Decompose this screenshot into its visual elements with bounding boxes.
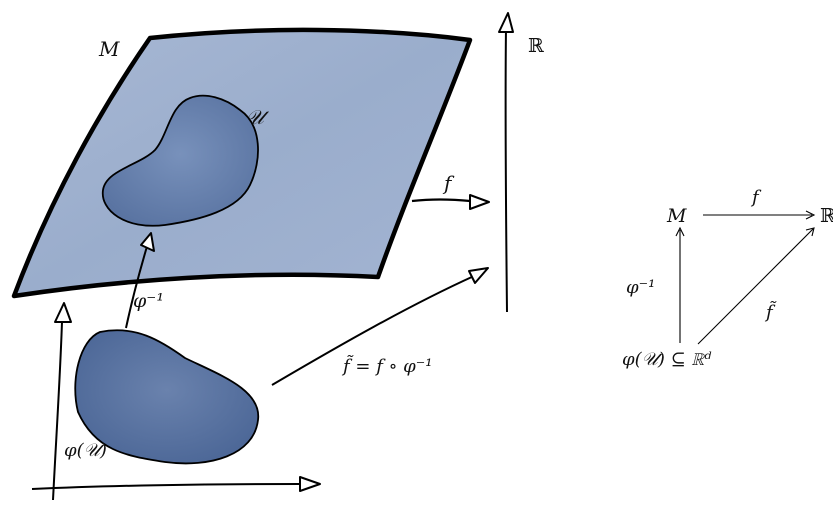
map-f-label: f — [442, 171, 455, 195]
cd-top-arrow-label: f — [750, 187, 762, 208]
image-set-label: φ(𝒰) — [64, 440, 107, 461]
cd-left-arrowhead — [675, 226, 685, 237]
reals-label: ℝ — [528, 35, 544, 57]
coord-axis-horizontal-arrowhead — [299, 476, 321, 492]
phi-inverse-arrowhead — [140, 232, 155, 252]
composite-label: f̃ = f ∘ φ⁻¹ — [341, 354, 432, 377]
cd-top-right: ℝ — [820, 205, 833, 227]
f-arrow — [411, 198, 471, 203]
cd-diag-arrow-label: f̃ — [764, 300, 777, 323]
reals-axis-arrowhead — [498, 12, 514, 33]
coord-axis-horizontal — [31, 483, 301, 490]
image-set-blob — [74, 329, 259, 465]
reals-axis — [504, 27, 508, 313]
manifold-label: M — [98, 37, 120, 61]
open-set-u — [102, 94, 259, 227]
commutative-diagram: M ℝ f φ⁻¹ f̃ φ(𝒰) ⊆ ℝᵈ — [622, 187, 833, 370]
coord-axis-vertical — [52, 321, 63, 501]
coord-axis-vertical-arrowhead — [54, 302, 72, 323]
cd-diag-arrowhead — [805, 227, 815, 237]
chart-inverse-label: φ⁻¹ — [133, 290, 164, 312]
f-tilde-arrow — [271, 275, 475, 386]
cd-bottom-left: φ(𝒰) ⊆ ℝᵈ — [622, 349, 712, 370]
f-tilde-arrowhead — [468, 267, 489, 284]
cd-top-arrowhead — [805, 210, 816, 220]
f-arrowhead — [469, 194, 490, 210]
cd-diag-arrow — [697, 228, 814, 345]
cd-top-left: M — [666, 205, 687, 227]
phi-inverse-arrow — [125, 242, 149, 329]
cd-left-arrow-label: φ⁻¹ — [626, 277, 655, 298]
